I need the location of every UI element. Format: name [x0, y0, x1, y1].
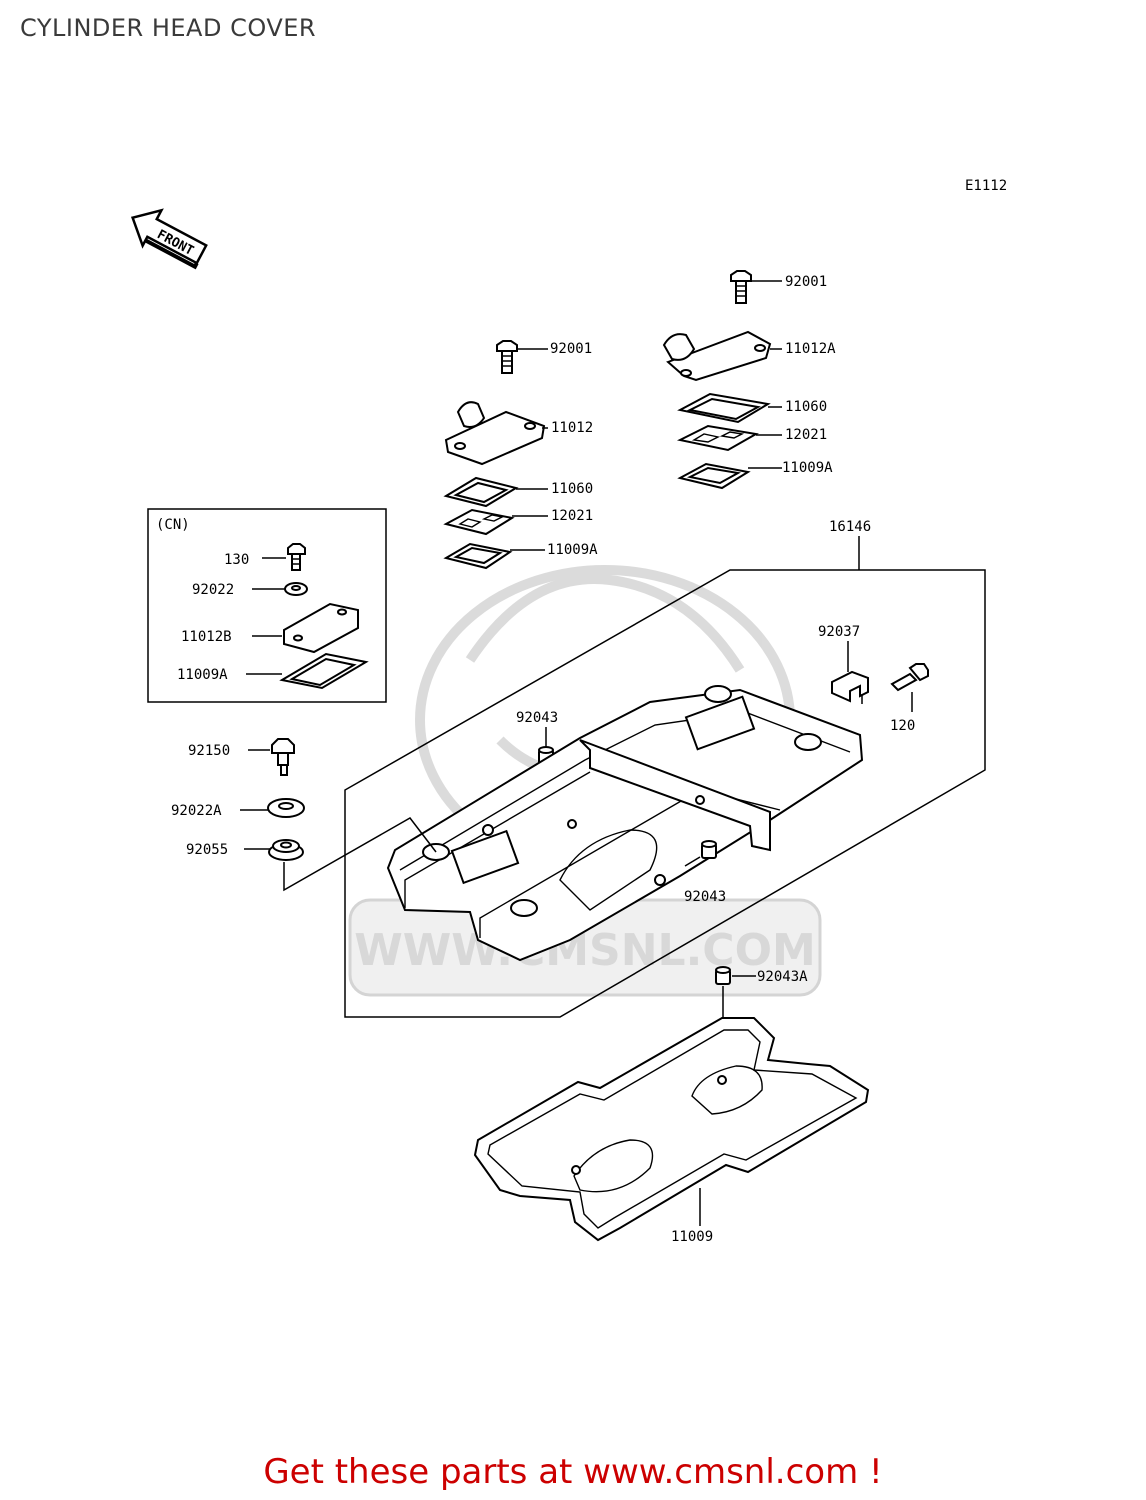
bolt-92001-mid-icon	[496, 340, 518, 374]
cn-box	[147, 508, 387, 703]
dowel-92043A-icon	[715, 966, 731, 985]
callout-130: 130	[224, 552, 249, 568]
grommet-92055-icon	[268, 839, 304, 861]
callout-12021-left: 12021	[551, 508, 593, 524]
cn-box-label: (CN)	[156, 517, 190, 533]
page-title: CYLINDER HEAD COVER	[20, 14, 317, 42]
bolt-92150-icon	[271, 738, 295, 776]
cover-plate-11012B-icon	[283, 602, 359, 654]
watermark-logo: WWW.CMSNL.COM	[348, 565, 822, 997]
plate-12021-right-icon	[676, 424, 759, 452]
washer-92022-icon	[284, 582, 308, 596]
washer-92022A-icon	[267, 798, 305, 818]
callout-11012A: 11012A	[785, 341, 836, 357]
callout-92001-top: 92001	[785, 274, 827, 290]
figure-code: E1112	[965, 178, 1007, 194]
gasket-11009A-left-icon	[443, 542, 513, 570]
callout-92043-right: 92043	[684, 889, 726, 905]
leader-92055-to-cover	[283, 817, 437, 892]
callout-120: 120	[890, 718, 915, 734]
callout-11009A-right: 11009A	[782, 460, 833, 476]
bolt-130-icon	[287, 543, 306, 571]
cylinder-head-cover-icon	[386, 685, 864, 962]
gasket-11009A-right-icon	[677, 462, 751, 490]
assembly-bracket-frame	[344, 569, 986, 1018]
gasket-11060-left-icon	[443, 476, 519, 508]
callout-12021-right: 12021	[785, 427, 827, 443]
breather-cover-11012-icon	[444, 401, 546, 466]
bolt-120-icon	[890, 663, 929, 692]
callout-11012: 11012	[551, 420, 593, 436]
callout-11012B: 11012B	[181, 629, 232, 645]
callout-92150: 92150	[188, 743, 230, 759]
plate-12021-left-icon	[443, 508, 515, 536]
watermark-text: WWW.CMSNL.COM	[354, 925, 816, 976]
callout-92022A: 92022A	[171, 803, 222, 819]
callout-92043-left: 92043	[516, 710, 558, 726]
callout-92022: 92022	[192, 582, 234, 598]
callout-11060-right: 11060	[785, 399, 827, 415]
callout-92055: 92055	[186, 842, 228, 858]
gasket-11060-right-icon	[677, 392, 771, 424]
bracket-92037-icon	[831, 670, 869, 704]
bolt-92001-icon	[730, 270, 752, 304]
callout-11009A-cn: 11009A	[177, 667, 228, 683]
callout-11009A-left: 11009A	[547, 542, 598, 558]
footer-promo-link[interactable]: Get these parts at www.cmsnl.com !	[263, 1452, 883, 1492]
callout-92001-mid: 92001	[550, 341, 592, 357]
callout-11060-left: 11060	[551, 481, 593, 497]
callout-92043A: 92043A	[757, 969, 808, 985]
breather-cover-11012A-icon	[662, 330, 772, 382]
dowel-92043-right-icon	[701, 840, 717, 859]
gasket-11009-icon	[473, 1017, 870, 1242]
gasket-11009A-cn-icon	[279, 652, 369, 690]
front-arrow-icon: FRONT	[130, 208, 208, 270]
callout-11009: 11009	[671, 1229, 713, 1245]
callout-92037: 92037	[818, 624, 860, 640]
callout-16146: 16146	[829, 519, 871, 535]
